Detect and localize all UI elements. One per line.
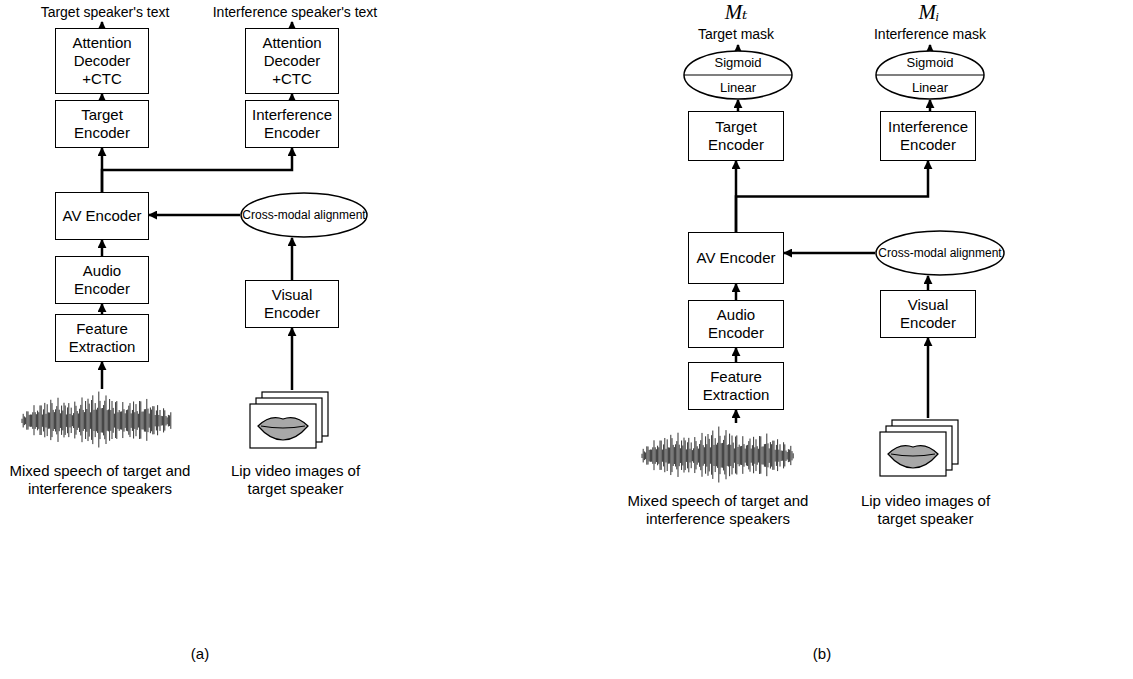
encoder-box: Audio Encoder — [688, 300, 784, 348]
alignment-ellipse: Cross-modal alignment — [875, 230, 1005, 276]
feature-box: Feature Extraction — [55, 314, 149, 362]
box-label: Target Encoder — [56, 103, 148, 145]
box-label: Audio Encoder — [689, 303, 783, 345]
encoder-box: Visual Encoder — [880, 290, 976, 338]
encoder-box: Visual Encoder — [245, 280, 339, 328]
ellipse-label: Cross-modal alignment — [240, 205, 367, 225]
mask-symbol: Mₜ — [700, 0, 772, 25]
flow-arrow — [102, 148, 292, 192]
flow-arrow — [291, 238, 294, 280]
box-label: AV Encoder — [695, 246, 778, 270]
encoder-box: Interference Encoder — [880, 111, 976, 161]
box-label: AV Encoder — [61, 204, 144, 228]
box-label: Attention Decoder +CTC — [56, 31, 148, 91]
caption-label: Target speaker's text — [15, 4, 195, 21]
box-text: Target Encoder — [58, 106, 146, 142]
encoder-box: AV Encoder — [688, 232, 784, 284]
flow-arrow — [101, 304, 104, 314]
caption-label: Lip video images of target speaker — [858, 492, 993, 528]
box-text: Feature Extraction — [691, 368, 781, 404]
ellipse-half: Sigmoid — [875, 50, 985, 75]
box-text: AV Encoder — [63, 207, 142, 225]
layer-text: Sigmoid — [907, 55, 954, 70]
box-text: Audio Encoder — [58, 262, 146, 298]
box-text: Attention Decoder +CTC — [58, 34, 146, 88]
flow-arrow — [735, 284, 738, 300]
output-ellipse: SigmoidLinear — [683, 50, 793, 100]
flow-arrow — [929, 100, 932, 111]
box-label: Feature Extraction — [56, 317, 148, 359]
caption-label: Mixed speech of target and interference … — [8, 462, 192, 498]
ellipse-label: Cross-modal alignment — [876, 243, 1003, 263]
flow-arrow — [736, 161, 928, 232]
ellipse-text: Cross-modal alignment — [242, 208, 365, 222]
encoder-box: AV Encoder — [55, 192, 149, 240]
caption-label: (b) — [802, 645, 842, 663]
encoder-box: Target Encoder — [55, 100, 149, 148]
layer-text: Linear — [720, 80, 756, 95]
caption-label: Mixed speech of target and interference … — [626, 492, 810, 528]
ellipse-half: Sigmoid — [683, 50, 793, 75]
output-arrow — [737, 45, 740, 50]
box-text: Visual Encoder — [883, 296, 973, 332]
input-arrow — [735, 410, 738, 423]
output-arrow — [929, 45, 932, 50]
flow-arrow — [927, 276, 930, 290]
input-arrow — [291, 328, 294, 390]
box-label: Interference Encoder — [881, 115, 975, 157]
caption-label: Lip video images of target speaker — [228, 462, 363, 498]
flow-arrow — [735, 348, 738, 362]
encoder-box: Target Encoder — [688, 111, 784, 161]
ellipse-half: Linear — [683, 75, 793, 100]
box-label: Visual Encoder — [246, 283, 338, 325]
ellipse-text: Cross-modal alignment — [878, 246, 1001, 260]
box-label: Target Encoder — [689, 115, 783, 157]
mask-symbol: Mᵢ — [893, 0, 965, 25]
flow-arrow — [737, 100, 740, 111]
flow-arrow — [784, 252, 875, 255]
box-text: Interference Encoder — [883, 118, 973, 154]
box-label: Attention Decoder +CTC — [246, 31, 338, 91]
caption-label: Interference mask — [850, 26, 1010, 43]
layer-text: Sigmoid — [715, 55, 762, 70]
caption-label: Interference speaker's text — [200, 4, 390, 21]
box-text: Feature Extraction — [58, 320, 146, 356]
output-ellipse: SigmoidLinear — [875, 50, 985, 100]
box-label: Visual Encoder — [881, 293, 975, 335]
caption-label: (a) — [180, 645, 220, 663]
box-label: Feature Extraction — [689, 365, 783, 407]
alignment-ellipse: Cross-modal alignment — [240, 192, 368, 238]
input-arrow — [927, 338, 930, 418]
box-text: Interference Encoder — [248, 106, 336, 142]
decoder-box: Attention Decoder +CTC — [245, 28, 339, 94]
flow-arrow — [101, 240, 104, 256]
box-label: Interference Encoder — [246, 103, 338, 145]
box-text: Visual Encoder — [248, 286, 336, 322]
box-text: Audio Encoder — [691, 306, 781, 342]
box-text: Attention Decoder +CTC — [248, 34, 336, 88]
layer-text: Linear — [912, 80, 948, 95]
encoder-box: Audio Encoder — [55, 256, 149, 304]
decoder-box: Attention Decoder +CTC — [55, 28, 149, 94]
lip-images — [880, 420, 958, 476]
encoder-box: Interference Encoder — [245, 100, 339, 148]
caption-label: Target mask — [680, 26, 792, 43]
lip-images — [250, 392, 328, 448]
ellipse-half: Linear — [875, 75, 985, 100]
feature-box: Feature Extraction — [688, 362, 784, 410]
box-text: AV Encoder — [697, 249, 776, 267]
flow-arrow — [149, 214, 240, 217]
input-arrow — [101, 362, 104, 389]
box-text: Target Encoder — [691, 118, 781, 154]
box-label: Audio Encoder — [56, 259, 148, 301]
